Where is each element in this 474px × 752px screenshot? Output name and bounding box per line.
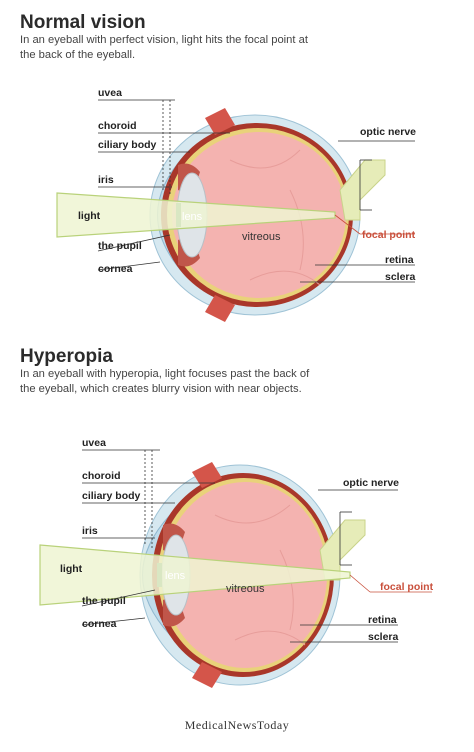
hyperopia-diagram: uvea choroid ciliary body iris light the… [39, 437, 434, 688]
normal-label-uvea: uvea [98, 87, 122, 99]
hyperopia-label-cornea: cornea [82, 618, 117, 630]
normal-label-cornea: cornea [98, 263, 133, 275]
normal-label-retina: retina [385, 254, 414, 266]
normal-label-sclera: sclera [385, 271, 416, 283]
hyperopia-label-sclera: sclera [368, 631, 399, 643]
normal-vision-diagram: uvea choroid ciliary body iris light the… [56, 87, 416, 322]
hyperopia-label-light: light [60, 563, 83, 575]
hyperopia-label-focal-point: focal point [380, 581, 434, 593]
brand-logo: MedicalNewsToday [184, 718, 290, 732]
normal-label-vitreous: vitreous [242, 231, 281, 243]
normal-vision-description: In an eyeball with perfect vision, light… [20, 34, 308, 61]
hyperopia-label-optic-nerve: optic nerve [343, 477, 399, 489]
normal-light-beam [56, 192, 336, 238]
normal-label-focal-point: focal point [362, 229, 416, 241]
normal-label-iris: iris [98, 174, 114, 186]
normal-vision-title: Normal vision [20, 12, 146, 33]
hyperopia-title: Hyperopia [20, 346, 113, 367]
hyperopia-label-uvea: uvea [82, 437, 106, 449]
hyperopia-label-lens: lens [165, 570, 186, 582]
normal-label-optic-nerve: optic nerve [360, 126, 416, 138]
normal-label-lens: lens [182, 211, 203, 223]
normal-label-choroid: choroid [98, 120, 137, 132]
normal-label-light: light [78, 210, 101, 222]
hyperopia-light-beam [39, 544, 351, 606]
hyperopia-label-choroid: choroid [82, 470, 121, 482]
normal-label-ciliary-body: ciliary body [98, 139, 157, 151]
hyperopia-label-iris: iris [82, 525, 98, 537]
hyperopia-label-retina: retina [368, 614, 397, 626]
hyperopia-label-vitreous: vitreous [226, 583, 265, 595]
hyperopia-label-ciliary-body: ciliary body [82, 490, 141, 502]
hyperopia-label-the-pupil: the pupil [82, 595, 126, 607]
normal-label-the-pupil: the pupil [98, 240, 142, 252]
hyperopia-description: In an eyeball with hyperopia, light focu… [20, 368, 310, 395]
